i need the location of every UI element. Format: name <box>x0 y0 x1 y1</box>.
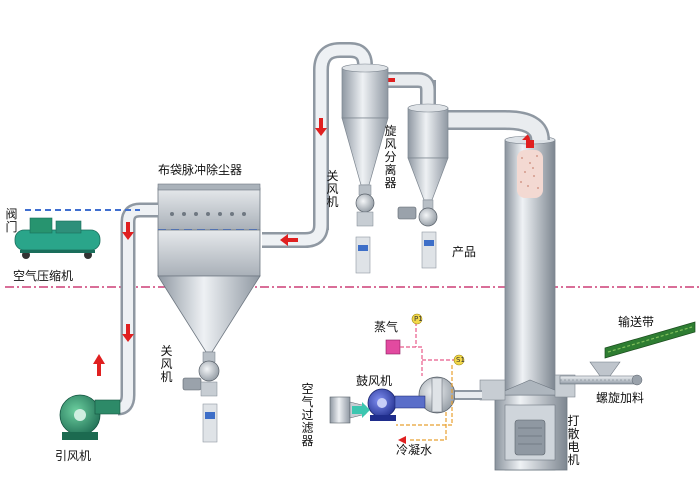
gauge-s1-label: S1 <box>456 356 465 364</box>
heat-exchanger-icon <box>418 376 482 414</box>
label-valve: 阀门 <box>5 207 18 234</box>
screw-feeder-icon <box>559 361 643 386</box>
arrow-side-duct-1 <box>122 222 134 240</box>
bag-filter-unit <box>157 183 261 443</box>
arrow-induced-fan-up <box>93 354 105 376</box>
duct-to-induced-fan <box>117 205 158 413</box>
arrow-air-in <box>352 402 370 418</box>
label-air-filter: 空气过滤器 <box>301 382 314 448</box>
label-rotary-valve-bottom: 关风机 <box>160 344 173 384</box>
label-disperser-motor: 打散电机 <box>567 414 580 467</box>
gauge-p1-icon <box>411 313 423 325</box>
steam-valve-icon <box>385 339 401 355</box>
conveyor-belt-icon <box>604 321 696 359</box>
gauge-p1-label: P1 <box>414 315 423 323</box>
gooseneck-duct <box>315 44 371 230</box>
label-blower: 鼓风机 <box>356 374 393 388</box>
cyclone-separator <box>397 80 449 269</box>
label-air-compressor: 空气压缩机 <box>13 269 74 283</box>
steam-line <box>400 346 423 376</box>
arrow-gooseneck-down <box>315 118 327 136</box>
label-cyclone: 旋风分离器 <box>384 124 397 190</box>
label-steam: 蒸气 <box>374 320 399 334</box>
drying-tower <box>479 135 576 471</box>
gauge-s1-icon <box>453 354 465 366</box>
induced-fan-icon <box>59 394 121 440</box>
arrow-side-duct-2 <box>122 324 134 342</box>
arrow-to-bag-filter <box>280 234 298 246</box>
label-induced-fan: 引风机 <box>55 449 92 463</box>
label-condensate: 冷凝水 <box>396 443 433 457</box>
label-screw-feeder: 螺旋加料 <box>596 391 645 405</box>
blower-icon <box>367 388 426 421</box>
label-product: 产品 <box>452 245 477 259</box>
arrow-condensate <box>398 436 406 444</box>
label-rotary-valve-top: 关风机 <box>326 169 339 209</box>
air-compressor-icon <box>14 217 101 259</box>
condensate-line <box>396 365 453 426</box>
secondary-cyclone <box>341 63 389 274</box>
label-bag-filter: 布袋脉冲除尘器 <box>158 163 243 177</box>
duct-tower-to-cyclone <box>445 112 548 141</box>
label-conveyor: 输送带 <box>618 315 655 329</box>
